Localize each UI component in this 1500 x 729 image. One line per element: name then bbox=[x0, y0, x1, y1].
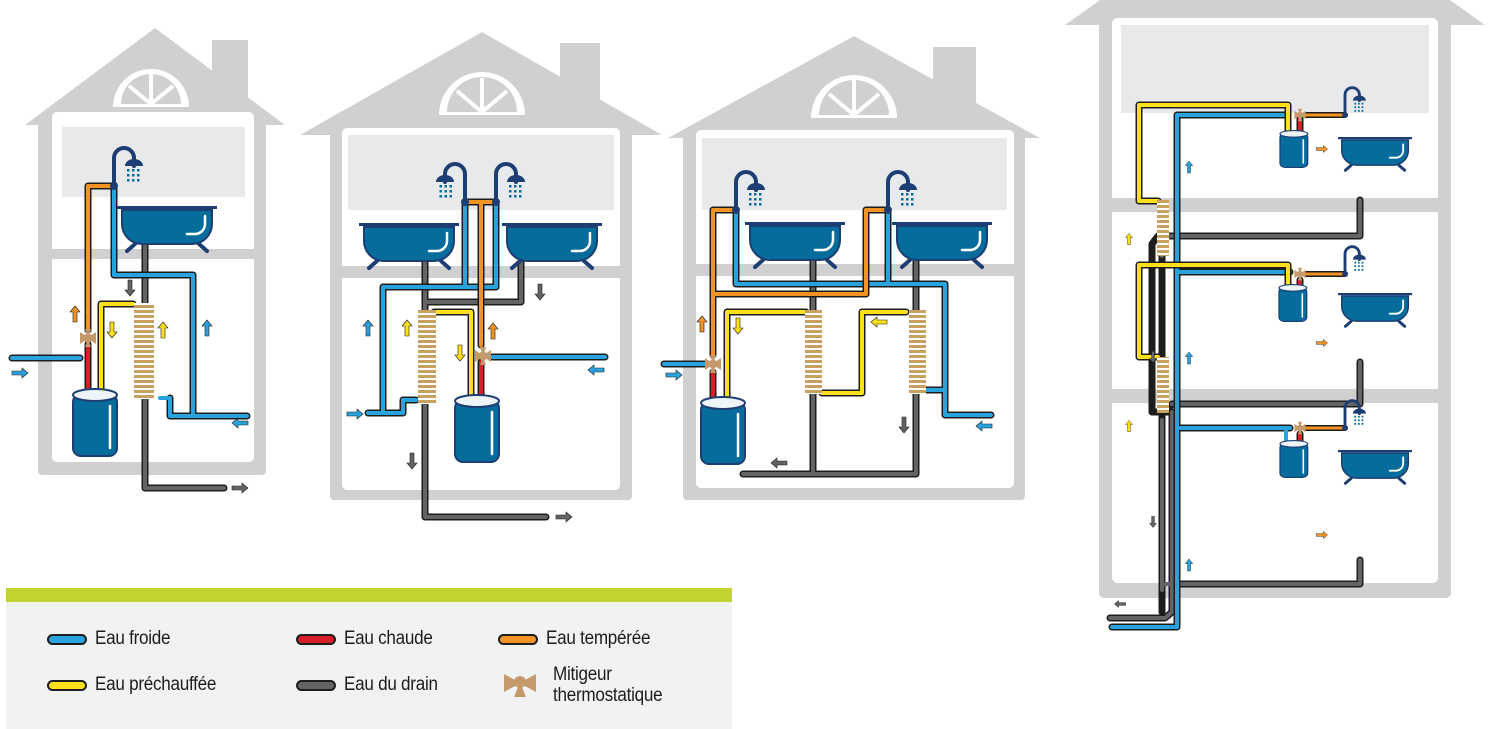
bathtub bbox=[1336, 448, 1414, 485]
legend-label: Eau froide bbox=[95, 628, 171, 649]
water-heater bbox=[71, 387, 119, 458]
heat-exchanger bbox=[805, 310, 822, 394]
water-heater bbox=[1279, 439, 1309, 479]
preheated-water-swatch-icon bbox=[47, 679, 87, 691]
legend: Eau froide Eau chaude Eau tempérée Eau p… bbox=[6, 588, 732, 729]
legend-item-preheated: Eau préchauffée bbox=[47, 674, 230, 696]
tempered-water-swatch-icon bbox=[498, 633, 538, 645]
cold-water-swatch-icon bbox=[47, 633, 87, 645]
legend-item-drain: Eau du drain bbox=[296, 674, 448, 696]
bathtub bbox=[357, 221, 461, 270]
heat-exchanger bbox=[1157, 200, 1169, 256]
water-heater bbox=[1279, 129, 1309, 169]
water-heater bbox=[1278, 283, 1308, 323]
house-2-plumbing bbox=[364, 198, 609, 521]
legend-item-cold: Eau froide bbox=[47, 628, 179, 650]
legend-item-tempered: Eau tempérée bbox=[498, 628, 662, 650]
drain-water-swatch-icon bbox=[296, 679, 336, 691]
heat-exchanger bbox=[909, 310, 926, 394]
thermostatic-mixer-icon bbox=[504, 674, 536, 697]
bathtub bbox=[1336, 291, 1414, 328]
hot-water-swatch-icon bbox=[296, 633, 336, 645]
house-4 bbox=[1065, 0, 1485, 598]
bathtub bbox=[1336, 135, 1414, 172]
legend-item-hot: Eau chaude bbox=[296, 628, 442, 650]
legend-label: Eau tempérée bbox=[546, 628, 651, 649]
bathtub bbox=[500, 221, 604, 270]
heat-exchanger bbox=[418, 310, 436, 404]
legend-label: Eau préchauffée bbox=[95, 674, 217, 695]
house-1 bbox=[25, 28, 285, 475]
water-heater bbox=[453, 393, 501, 464]
water-heater bbox=[699, 395, 747, 466]
legend-label: Mitigeur thermostatique bbox=[553, 664, 663, 706]
bathtub bbox=[115, 204, 219, 253]
heat-exchanger bbox=[134, 303, 154, 399]
legend-label: Eau du drain bbox=[344, 674, 438, 695]
legend-accent-bar bbox=[6, 588, 732, 602]
legend-label: Eau chaude bbox=[344, 628, 433, 649]
legend-item-mixer: Mitigeur thermostatique bbox=[503, 664, 713, 706]
house-3 bbox=[668, 36, 1040, 500]
bathtub bbox=[743, 220, 847, 269]
bathtub bbox=[890, 220, 994, 269]
heat-exchanger bbox=[1157, 357, 1169, 413]
